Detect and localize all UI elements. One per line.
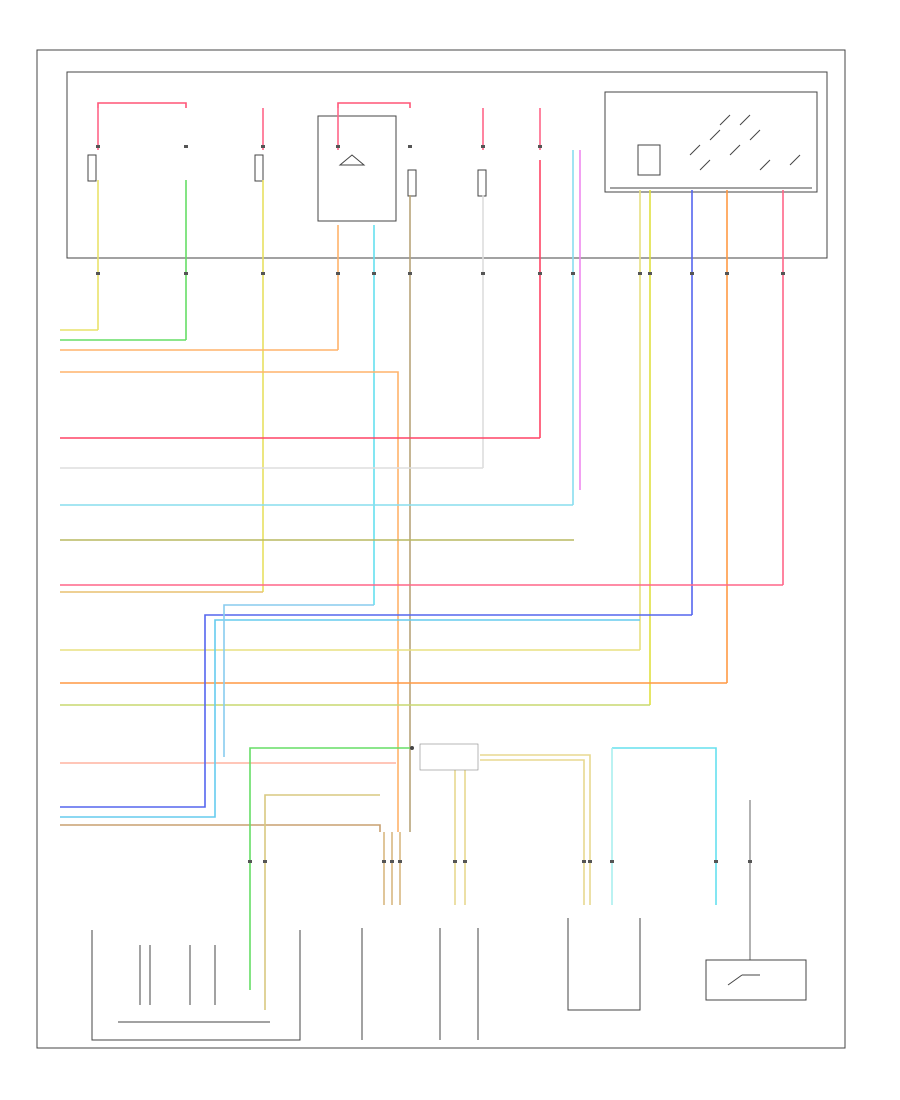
harness-runs (60, 329, 783, 832)
lower-wires (249, 747, 751, 1010)
upper-module (66, 71, 828, 259)
ecm-box (91, 930, 301, 1041)
auto-trans-box (705, 959, 807, 1001)
switch-sub-block (604, 91, 818, 193)
rear-display-box (567, 918, 641, 1011)
switch-contact-icon (727, 974, 760, 986)
splice-dot-icon (410, 746, 414, 750)
sensor-symbol-icon (338, 154, 366, 166)
connector-block (410, 743, 479, 771)
sensor-element (477, 169, 487, 197)
sensor-element (254, 154, 264, 182)
switch-contacts-icon (689, 114, 801, 171)
top-feeds (97, 102, 541, 150)
connector-pins (96, 145, 785, 863)
upper-verticals (97, 150, 784, 832)
sensor-element (407, 169, 417, 197)
page-frame (36, 49, 846, 1049)
sensor-box (317, 115, 397, 222)
sensor-element (637, 144, 661, 176)
lower-components (91, 918, 807, 1041)
sensor-element (87, 154, 97, 182)
